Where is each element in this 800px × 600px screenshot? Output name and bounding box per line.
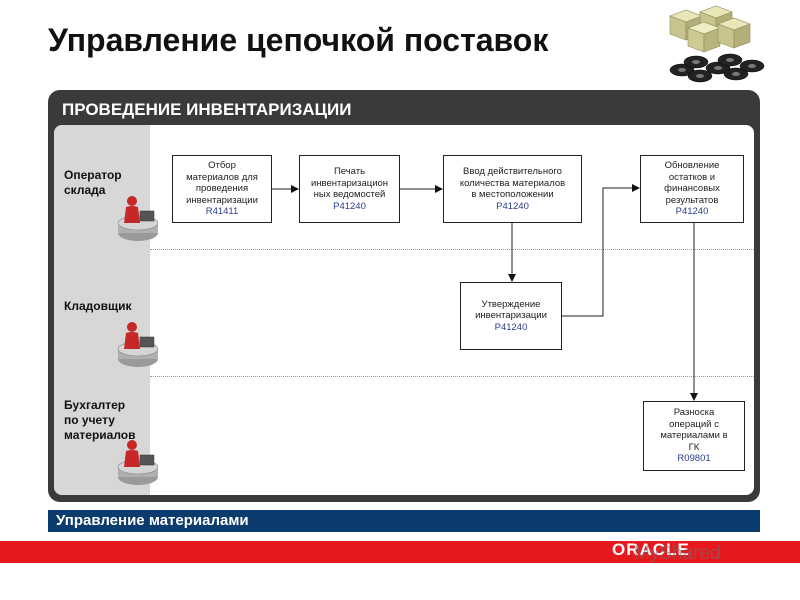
section-bar — [48, 510, 760, 532]
watermark: MyShared — [634, 543, 721, 564]
person-at-desk-icon — [117, 196, 159, 241]
oracle-logo: ORACLE — [612, 540, 690, 559]
panel-title: ПРОВЕДЕНИЕ ИНВЕНТАРИЗАЦИИ — [62, 100, 352, 119]
person-at-desk-icon — [117, 440, 159, 485]
person-at-desk-icon — [117, 322, 159, 367]
lane-divider — [150, 249, 754, 250]
lane-header-column — [54, 125, 150, 495]
supply-chain-logo-icon — [669, 5, 765, 83]
section-label: Управление материалами — [56, 512, 249, 529]
brand-band — [0, 541, 800, 563]
page-title: Управление цепочкой поставок — [48, 22, 549, 58]
role-storekeeper: Кладовщик — [64, 299, 132, 313]
lane-divider — [150, 376, 754, 377]
